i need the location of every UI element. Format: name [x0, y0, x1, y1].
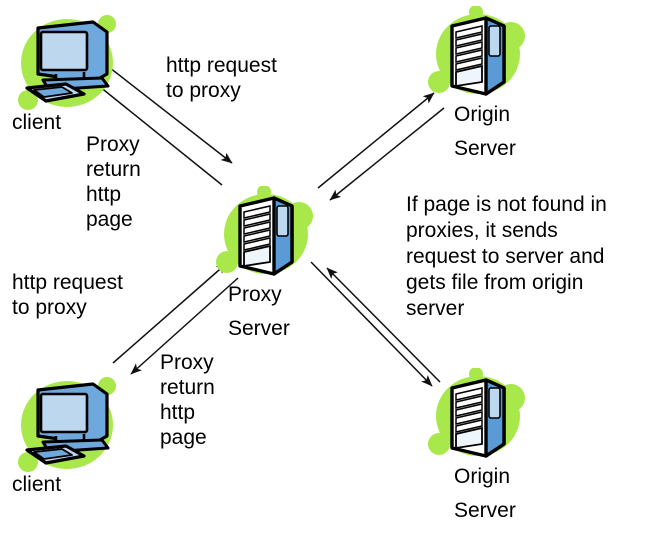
arrow-proxy-to-origin-top [317, 92, 435, 189]
node-label-client-top: client [12, 111, 62, 134]
node-origin-top[interactable]: Origin Server [424, 5, 532, 160]
desktop-computer-icon [18, 15, 116, 110]
node-label-origin-top: Origin Server [454, 103, 516, 160]
server-rack-icon [216, 185, 313, 276]
arrow-origin-top-to-proxy [329, 107, 445, 201]
node-proxy-server[interactable]: Proxy Server [212, 185, 320, 340]
arrow-client-bottom-to-proxy [112, 262, 228, 364]
explanation-text: If page is not found in proxies, it send… [406, 193, 607, 320]
edge-label-top-left-request: http request to proxy [166, 54, 277, 102]
arrow-proxy-to-client-bottom [130, 277, 239, 375]
arrow-origin-bottom-to-proxy [326, 267, 441, 383]
server-rack-icon [428, 367, 525, 458]
desktop-computer-icon [18, 377, 116, 472]
edge-label-bottom-left-request: http request to proxy [12, 271, 123, 319]
node-label-origin-bottom: Origin Server [454, 465, 516, 522]
node-client-bottom[interactable]: client [10, 370, 122, 496]
edge-label-top-left-return: Proxy return http page [86, 133, 141, 231]
edge-label-bottom-left-return: Proxy return http page [160, 351, 215, 449]
node-client-top[interactable]: client [10, 8, 122, 134]
arrow-proxy-to-origin-bottom [310, 261, 433, 387]
server-rack-icon [428, 5, 525, 96]
arrow-client-top-to-proxy [95, 56, 233, 164]
node-label-proxy-server: Proxy Server [228, 283, 290, 340]
node-origin-bottom[interactable]: Origin Server [424, 367, 532, 522]
arrow-proxy-to-client-top [88, 77, 223, 186]
node-label-client-bottom: client [12, 473, 62, 496]
